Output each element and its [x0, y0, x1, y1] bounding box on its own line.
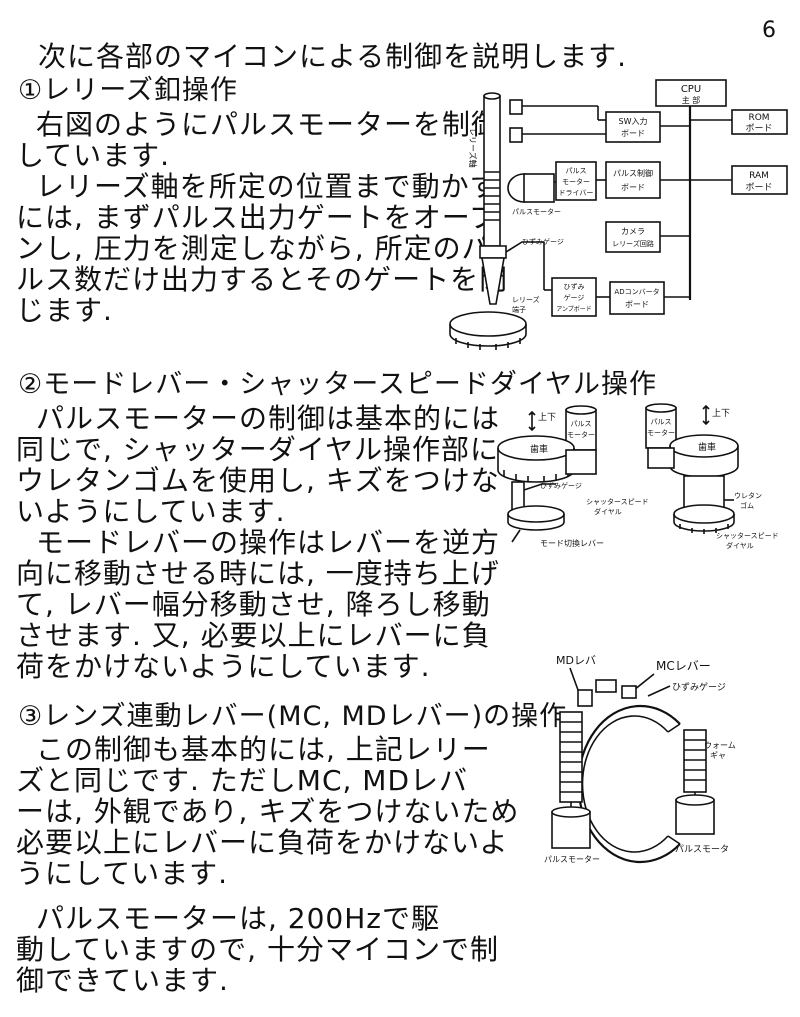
- pulse-motor-left-label-2: モーター: [567, 430, 595, 439]
- amp-label-3: アンプボード: [556, 305, 592, 313]
- camera-label-2: レリーズ回路: [612, 239, 654, 248]
- lens-lever-diagram: MDレバ MCレバー ひずみゲージ パルスモーター ウォーム ギャ パルスモータ: [544, 654, 736, 864]
- up-down-right-label: 上下: [712, 408, 730, 419]
- motor-driver-box: [555, 161, 597, 201]
- ad-converter-board: [609, 281, 665, 315]
- closing-line-1: パルスモーターは, 200Hzで駆: [36, 902, 440, 935]
- pulse-control-board: [605, 161, 661, 199]
- ad-label-2: ボード: [625, 300, 649, 309]
- sw-input-board: [605, 111, 661, 143]
- release-shaft-label: レリーズ軸: [468, 128, 478, 168]
- section2-line-7: て, レバー幅分移動させ, 降ろし移動: [16, 588, 491, 621]
- section2-line-1: パルスモーターの制御は基本的には: [36, 402, 501, 435]
- pulse-motor-right-label-2: モーター: [647, 428, 675, 437]
- dial-lever-diagram: 上下 パルス モーター 歯車 ひずみゲージ シャッタースピード ダイヤル モード…: [497, 403, 779, 550]
- closing-line-2: 動していますので, 十分マイコンで制: [16, 933, 499, 966]
- mode-lever-label: モード切換レバー: [540, 538, 604, 548]
- ad-label-1: ADコンバータ: [614, 287, 659, 296]
- pulse-motor-right-label-1: パルス: [651, 418, 672, 426]
- section2-line-8: させます. 又, 必要以上にレバーに負: [16, 619, 491, 652]
- worm-gear-left: [559, 711, 583, 803]
- section2-heading: ②モードレバー・シャッタースピードダイヤル操作: [18, 369, 658, 400]
- section2-line-6: 向に移動させる時には, 一度持ち上げ: [16, 557, 500, 590]
- driver-label-1: パルス: [566, 167, 587, 175]
- section1-line-4: には, まずパルス出力ゲートをオープ: [16, 201, 499, 234]
- pulse-board-label-2: ボード: [621, 183, 645, 192]
- amp-label-2: ゲージ: [564, 293, 585, 302]
- page-number: 6: [762, 18, 776, 43]
- section1-line-5: ンし, 圧力を測定しながら, 所定のパ: [16, 232, 491, 265]
- section2-line-2: 同じで, シャッターダイヤル操作部に: [16, 433, 499, 466]
- section2-line-4: いようにしています.: [16, 495, 286, 528]
- amp-label-1: ひずみ: [564, 282, 585, 291]
- intro-text: 次に各部のマイコンによる制御を説明します.: [38, 40, 628, 73]
- gear-left-label: 歯車: [530, 443, 548, 455]
- dial-right-label-2: ダイヤル: [726, 541, 754, 550]
- pulse-motor-right-3-label: パルスモータ: [675, 844, 729, 855]
- ram-label-1: RAM: [749, 171, 769, 181]
- rom-box: [731, 109, 788, 135]
- release-shaft: [483, 95, 501, 247]
- dial-left-label-1: シャッタースピード: [586, 497, 649, 506]
- pulse-motor-left-label-1: パルス: [571, 420, 592, 428]
- sw-board-label-2: ボード: [621, 129, 645, 138]
- strain-gauge-3-label: ひずみゲージ: [672, 681, 726, 693]
- release-terminal-label-2: 端子: [512, 305, 526, 314]
- strain-gauge-label: ひずみゲージ: [522, 237, 564, 246]
- release-control-diagram: CPU 主 部 ROM ボード RAM ボード SW入力 ボード パルス制御 ボ…: [449, 79, 788, 350]
- gear-right-label: 歯車: [698, 441, 716, 453]
- section3-line-3: ーは, 外観であり, キズをつけないため: [16, 795, 520, 828]
- section1-heading: ①レリーズ釦操作: [18, 75, 238, 106]
- pulse-motor-left-3-label: パルスモーター: [544, 855, 600, 864]
- section3-line-2: ズと同じです. ただしMC, MDレバ: [16, 764, 469, 797]
- dial-right-label-1: シャッタースピード: [716, 531, 779, 540]
- section1-line-2: しています.: [16, 139, 171, 172]
- strain-gauge-2-label: ひずみゲージ: [540, 481, 582, 490]
- ram-label-2: ボード: [745, 182, 772, 193]
- cpu-label: CPU: [681, 84, 701, 95]
- release-terminal-label-1: レリーズ: [512, 295, 540, 304]
- section1-line-1: 右図のようにパルスモーターを制御: [36, 108, 501, 141]
- section2-line-3: ウレタンゴムを使用し, キズをつけな: [16, 464, 500, 497]
- urethane-label-1: ウレタン: [734, 491, 762, 500]
- closing-line-3: 御できています.: [16, 964, 229, 997]
- pulse-motor-label: パルスモーター: [512, 207, 561, 216]
- worm-gear-label-2: ギャ: [710, 751, 726, 760]
- camera-label-1: カメラ: [621, 227, 645, 236]
- cpu-sub-label: 主 部: [682, 95, 701, 105]
- section3-line-4: 必要以上にレバーに負荷をかけないよ: [16, 826, 509, 859]
- section1-line-3: レリーズ軸を所定の位置まで動かす: [36, 170, 499, 203]
- rom-label-1: ROM: [748, 113, 769, 123]
- urethane-label-2: ゴム: [740, 501, 754, 510]
- sw-board-label-1: SW入力: [619, 116, 648, 126]
- camera-release-circuit: [605, 221, 661, 253]
- strain-amp-board: [551, 277, 597, 317]
- driver-label-2: モーター: [562, 177, 590, 186]
- mc-lever-label: MCレバー: [656, 659, 711, 673]
- section1-line-6: ルス数だけ出力するとそのゲートを閉: [16, 263, 509, 296]
- pulse-motor-left-3: [551, 811, 591, 849]
- section3-heading: ③レンズ連動レバー(MC, MDレバー)の操作: [18, 701, 568, 732]
- shutter-dial-1: [449, 311, 527, 337]
- dial-left-label-2: ダイヤル: [594, 507, 622, 516]
- section3-line-5: うにしています.: [16, 857, 229, 890]
- section1-line-7: じます.: [16, 294, 113, 327]
- rom-label-2: ボード: [745, 123, 772, 134]
- up-down-left-label: 上下: [538, 412, 556, 423]
- section3-line-1: この制御も基本的には, 上記レリー: [36, 733, 491, 766]
- md-lever-label: MDレバ: [556, 654, 596, 667]
- driver-label-3: ドライバー: [559, 189, 594, 197]
- pulse-board-label-1: パルス制御: [613, 168, 653, 178]
- worm-gear-label-1: ウォーム: [704, 741, 736, 750]
- section2-line-9: 荷をかけないようにしています.: [16, 650, 431, 683]
- ram-box: [731, 165, 788, 195]
- section2-line-5: モードレバーの操作はレバーを逆方: [36, 526, 501, 559]
